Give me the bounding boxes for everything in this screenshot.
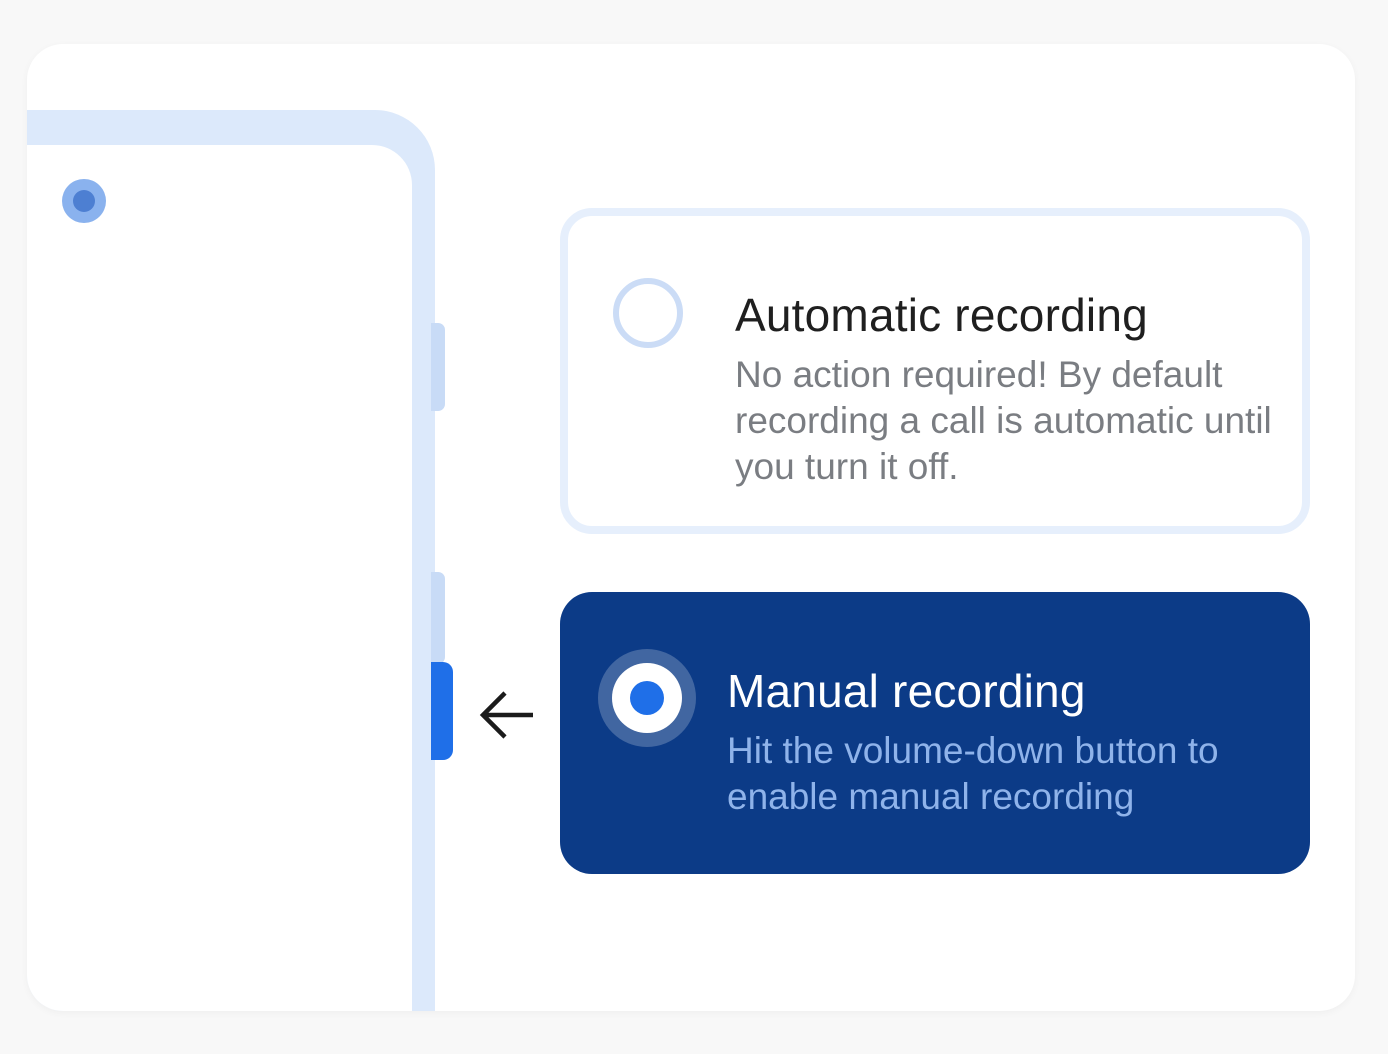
volume-down-button (431, 662, 453, 760)
power-button (431, 323, 445, 411)
option-automatic-recording[interactable]: Automatic recording No action required! … (560, 208, 1310, 534)
arrow-left-icon (479, 691, 533, 739)
phone-screen (27, 145, 412, 1011)
camera-dot-icon (62, 179, 106, 223)
option-manual-recording[interactable]: Manual recording Hit the volume-down but… (560, 592, 1310, 874)
volume-up-button (431, 572, 445, 664)
option-title: Automatic recording (735, 289, 1148, 341)
illustration-card: Automatic recording No action required! … (27, 44, 1355, 1011)
option-description: No action required! By default recording… (735, 354, 1272, 487)
radio-selected-icon[interactable] (612, 663, 682, 733)
radio-unselected-icon[interactable] (613, 278, 683, 348)
option-title: Manual recording (727, 665, 1086, 717)
option-description: Hit the volume-down button to enable man… (727, 730, 1219, 817)
